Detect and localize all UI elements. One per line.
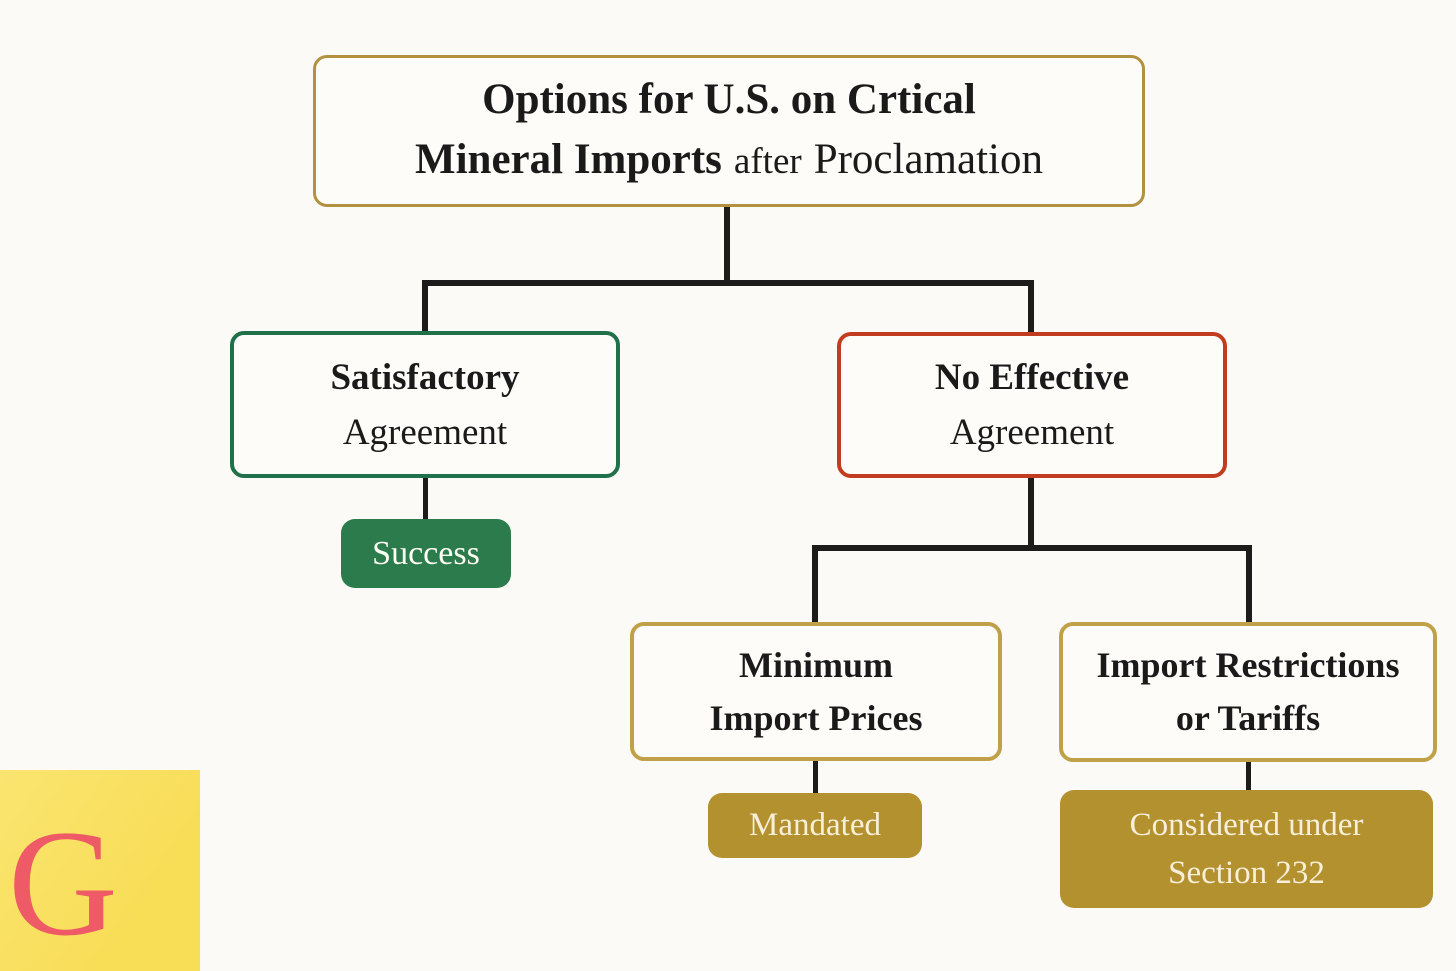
node-title: Options for U.S. on Crtical Mineral Impo… [313,55,1145,207]
title-line2-regular: Proclamation [813,136,1043,183]
connector-level1-right-vertical [1028,280,1034,335]
node-mandated: Mandated [708,793,922,858]
mandated-label: Mandated [749,807,881,843]
no-effective-line1: No Effective [934,357,1130,398]
connector-no-effective-vertical [1028,477,1034,551]
connector-level2-horizontal [812,545,1252,551]
connector-level1-horizontal [422,280,1034,286]
connector-success-vertical [423,477,428,521]
node-no-effective-agreement: No Effective Agreement [837,332,1227,478]
brand-logo: G [0,770,200,971]
connector-root-vertical [724,206,730,286]
connector-considered-vertical [1246,760,1251,792]
minimum-line1: Minimum [738,644,893,685]
node-minimum-import-prices: Minimum Import Prices [630,622,1002,761]
node-import-restrictions-or-tariffs: Import Restrictions or Tariffs [1059,622,1437,762]
success-label: Success [372,534,480,572]
connector-level1-left-vertical [422,280,428,334]
title-line2-after: after [733,141,802,182]
considered-line2: Section 232 [1168,855,1325,891]
node-considered-under-section-232: Considered under Section 232 [1060,790,1433,908]
title-line2-bold: Mineral Imports [415,136,722,183]
restrictions-line2: or Tariffs [1175,698,1321,738]
satisfactory-line1: Satisfactory [330,356,520,398]
connector-mandated-vertical [813,760,818,795]
node-success: Success [341,519,511,588]
minimum-line2: Import Prices [709,697,923,738]
connector-level2-right-vertical [1246,545,1252,625]
title-line1: Options for U.S. on Crtical [482,70,976,130]
title-line1-text: Options for U.S. on Crtical [482,76,976,123]
satisfactory-line2: Agreement [342,411,508,453]
considered-line1: Considered under [1129,807,1364,843]
node-satisfactory-agreement: Satisfactory Agreement [230,331,620,478]
connector-level2-left-vertical [812,545,818,625]
brand-logo-letter: G [8,799,118,967]
title-line2: Mineral Imports after Proclamation [415,130,1043,192]
restrictions-line1: Import Restrictions [1096,645,1400,685]
no-effective-line2: Agreement [949,412,1115,453]
